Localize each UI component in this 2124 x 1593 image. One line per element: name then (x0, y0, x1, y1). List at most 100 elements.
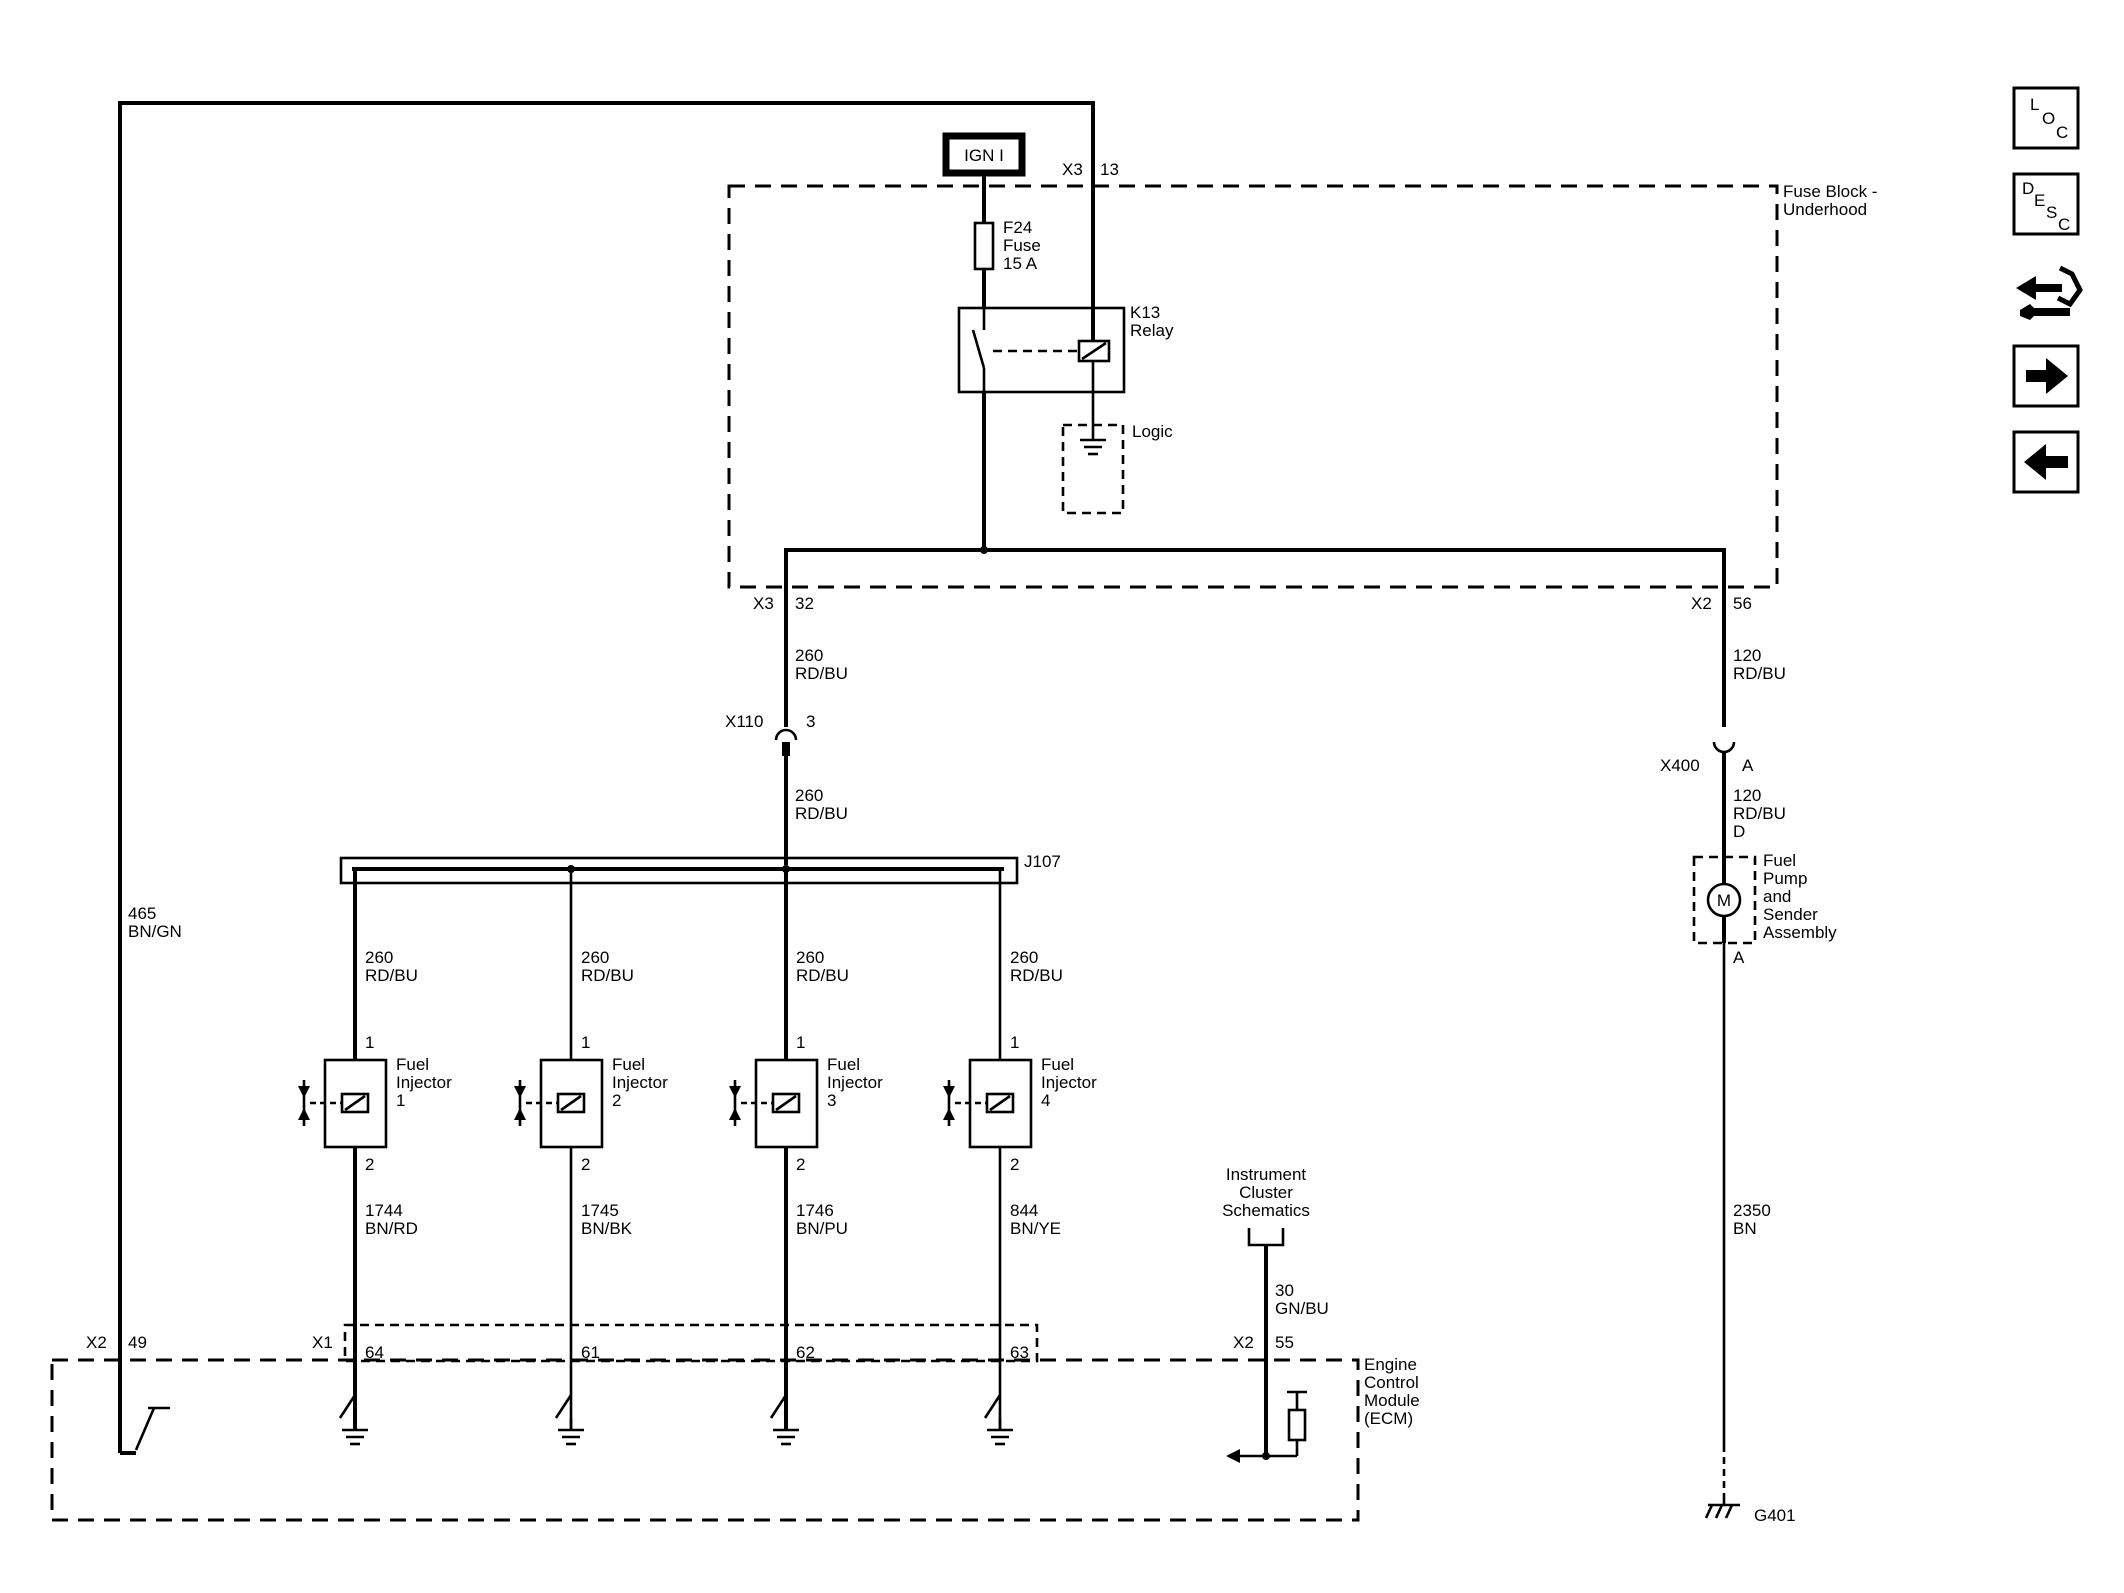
wire-120-label-b: 120 (1733, 786, 1761, 805)
svg-text:C: C (2058, 215, 2070, 234)
g401-label: G401 (1754, 1506, 1796, 1525)
svg-text:RD/BU: RD/BU (581, 966, 634, 985)
svg-text:2: 2 (581, 1155, 590, 1174)
svg-text:2: 2 (612, 1091, 621, 1110)
svg-text:Fuel: Fuel (827, 1055, 860, 1074)
ecm-injector-driver-1 (338, 1394, 368, 1446)
wire-30-label: 30 (1275, 1281, 1294, 1300)
svg-text:S: S (2046, 203, 2057, 222)
svg-text:260: 260 (581, 948, 609, 967)
fuse-f24-symbol (973, 221, 995, 271)
svg-text:Fuel: Fuel (1041, 1055, 1074, 1074)
svg-text:Injector: Injector (827, 1073, 883, 1092)
connector-x110 (774, 728, 798, 741)
fuse-label: Fuse (1003, 236, 1041, 255)
svg-text:1745: 1745 (581, 1201, 619, 1220)
x1-label: X1 (312, 1333, 333, 1352)
wire-465-label: 465 (128, 904, 156, 923)
x110-label: X110 (725, 712, 763, 731)
svg-text:260: 260 (796, 948, 824, 967)
ecm-label-1: Engine (1364, 1355, 1417, 1374)
pump-label-4: Sender (1763, 905, 1818, 924)
loc-button[interactable]: L O C (2012, 86, 2080, 150)
pin-49-label: 49 (128, 1333, 147, 1352)
ground-g401 (1704, 1500, 1740, 1519)
ecm-fuel-pump-switch (120, 1406, 170, 1455)
svg-text:1: 1 (1010, 1033, 1019, 1052)
wire-260-label-b: 260 (795, 786, 823, 805)
wire-bn-label: BN (1733, 1219, 1757, 1238)
svg-text:RD/BU: RD/BU (796, 966, 849, 985)
wire-rdbu-label-b: RD/BU (795, 804, 848, 823)
svg-text:IGN I: IGN I (964, 146, 1004, 165)
desc-button[interactable]: D E S C (2012, 172, 2080, 236)
ecm-label-2: Control (1364, 1373, 1419, 1392)
wire-gnbu-label: GN/BU (1275, 1299, 1329, 1318)
ecm-pin55-circuit (1226, 1390, 1307, 1463)
nav-toolbar: L O C D E S C (2012, 86, 2083, 494)
fuse-block-underhood (727, 184, 1779, 589)
wire-2350-label: 2350 (1733, 1201, 1771, 1220)
k13-label: K13 (1130, 303, 1160, 322)
svg-text:1: 1 (796, 1033, 805, 1052)
fuel-injector-1: 260 RD/BU 1 Fuel Injector 1 2 1744 BN/RD… (298, 869, 452, 1430)
previous-button[interactable] (2012, 430, 2080, 494)
svg-text:1746: 1746 (796, 1201, 834, 1220)
ecm-injector-driver-4 (983, 1394, 1013, 1446)
ecm-injector-driver-3 (769, 1394, 799, 1446)
relay-k13 (957, 306, 1126, 394)
pin-d-label: D (1733, 822, 1745, 841)
pump-label-5: Assembly (1763, 923, 1837, 942)
fuse-block-label-1: Fuse Block - (1783, 182, 1877, 201)
wire-465-bngn (118, 101, 1095, 1453)
ecm-label-4: (ECM) (1364, 1409, 1413, 1428)
svg-text:260: 260 (1010, 948, 1038, 967)
x3-bottom-label: X3 (753, 594, 774, 613)
fused-output-bus (784, 548, 1726, 600)
pump-label-2: Pump (1763, 869, 1807, 888)
splice-j107 (339, 856, 1019, 885)
svg-text:Fuel: Fuel (396, 1055, 429, 1074)
wire-260-label-a: 260 (795, 646, 823, 665)
connector-tool-icon (2016, 265, 2083, 320)
x3-top-label: X3 (1062, 160, 1083, 179)
pin-32-label: 32 (795, 594, 814, 613)
ign-label: IGN I (942, 132, 1026, 177)
svg-text:64: 64 (365, 1343, 384, 1362)
instrument-cluster-label-2: Cluster (1239, 1183, 1293, 1202)
connector-tool-button[interactable] (2016, 265, 2083, 320)
svg-text:RD/BU: RD/BU (365, 966, 418, 985)
x2-55-label: X2 (1233, 1333, 1254, 1352)
svg-text:63: 63 (1010, 1343, 1029, 1362)
relay-label: Relay (1130, 321, 1174, 340)
svg-text:M: M (1717, 891, 1731, 910)
svg-text:1: 1 (365, 1033, 374, 1052)
pin-56-label: 56 (1733, 594, 1752, 613)
injector-driver-subgroup (343, 1323, 1039, 1363)
svg-text:BN/RD: BN/RD (365, 1219, 418, 1238)
wire-rdbu-label-c: RD/BU (1733, 664, 1786, 683)
svg-text:2: 2 (365, 1155, 374, 1174)
svg-text:1744: 1744 (365, 1201, 403, 1220)
svg-text:BN/PU: BN/PU (796, 1219, 848, 1238)
svg-text:62: 62 (796, 1343, 815, 1362)
svg-text:D: D (2022, 179, 2034, 198)
fuel-injector-3: 260 RD/BU 1 Fuel Injector 3 2 1746 BN/PU… (729, 869, 883, 1430)
svg-text:Injector: Injector (612, 1073, 668, 1092)
ecm-label-3: Module (1364, 1391, 1420, 1410)
x2-right-label: X2 (1691, 594, 1712, 613)
pump-label-1: Fuel (1763, 851, 1796, 870)
f24-label: F24 (1003, 218, 1032, 237)
loc-icon: L O C (2030, 95, 2068, 142)
engine-control-module (50, 1358, 1360, 1522)
svg-text:4: 4 (1041, 1091, 1050, 1110)
ecm-injector-driver-2 (554, 1394, 584, 1446)
pin-a-top-label: A (1742, 756, 1754, 775)
svg-text:C: C (2056, 123, 2068, 142)
instrument-cluster-label-1: Instrument (1226, 1165, 1307, 1184)
svg-text:2: 2 (796, 1155, 805, 1174)
next-button[interactable] (2012, 344, 2080, 408)
x2-49-label: X2 (86, 1333, 107, 1352)
wire-120-label-a: 120 (1733, 646, 1761, 665)
